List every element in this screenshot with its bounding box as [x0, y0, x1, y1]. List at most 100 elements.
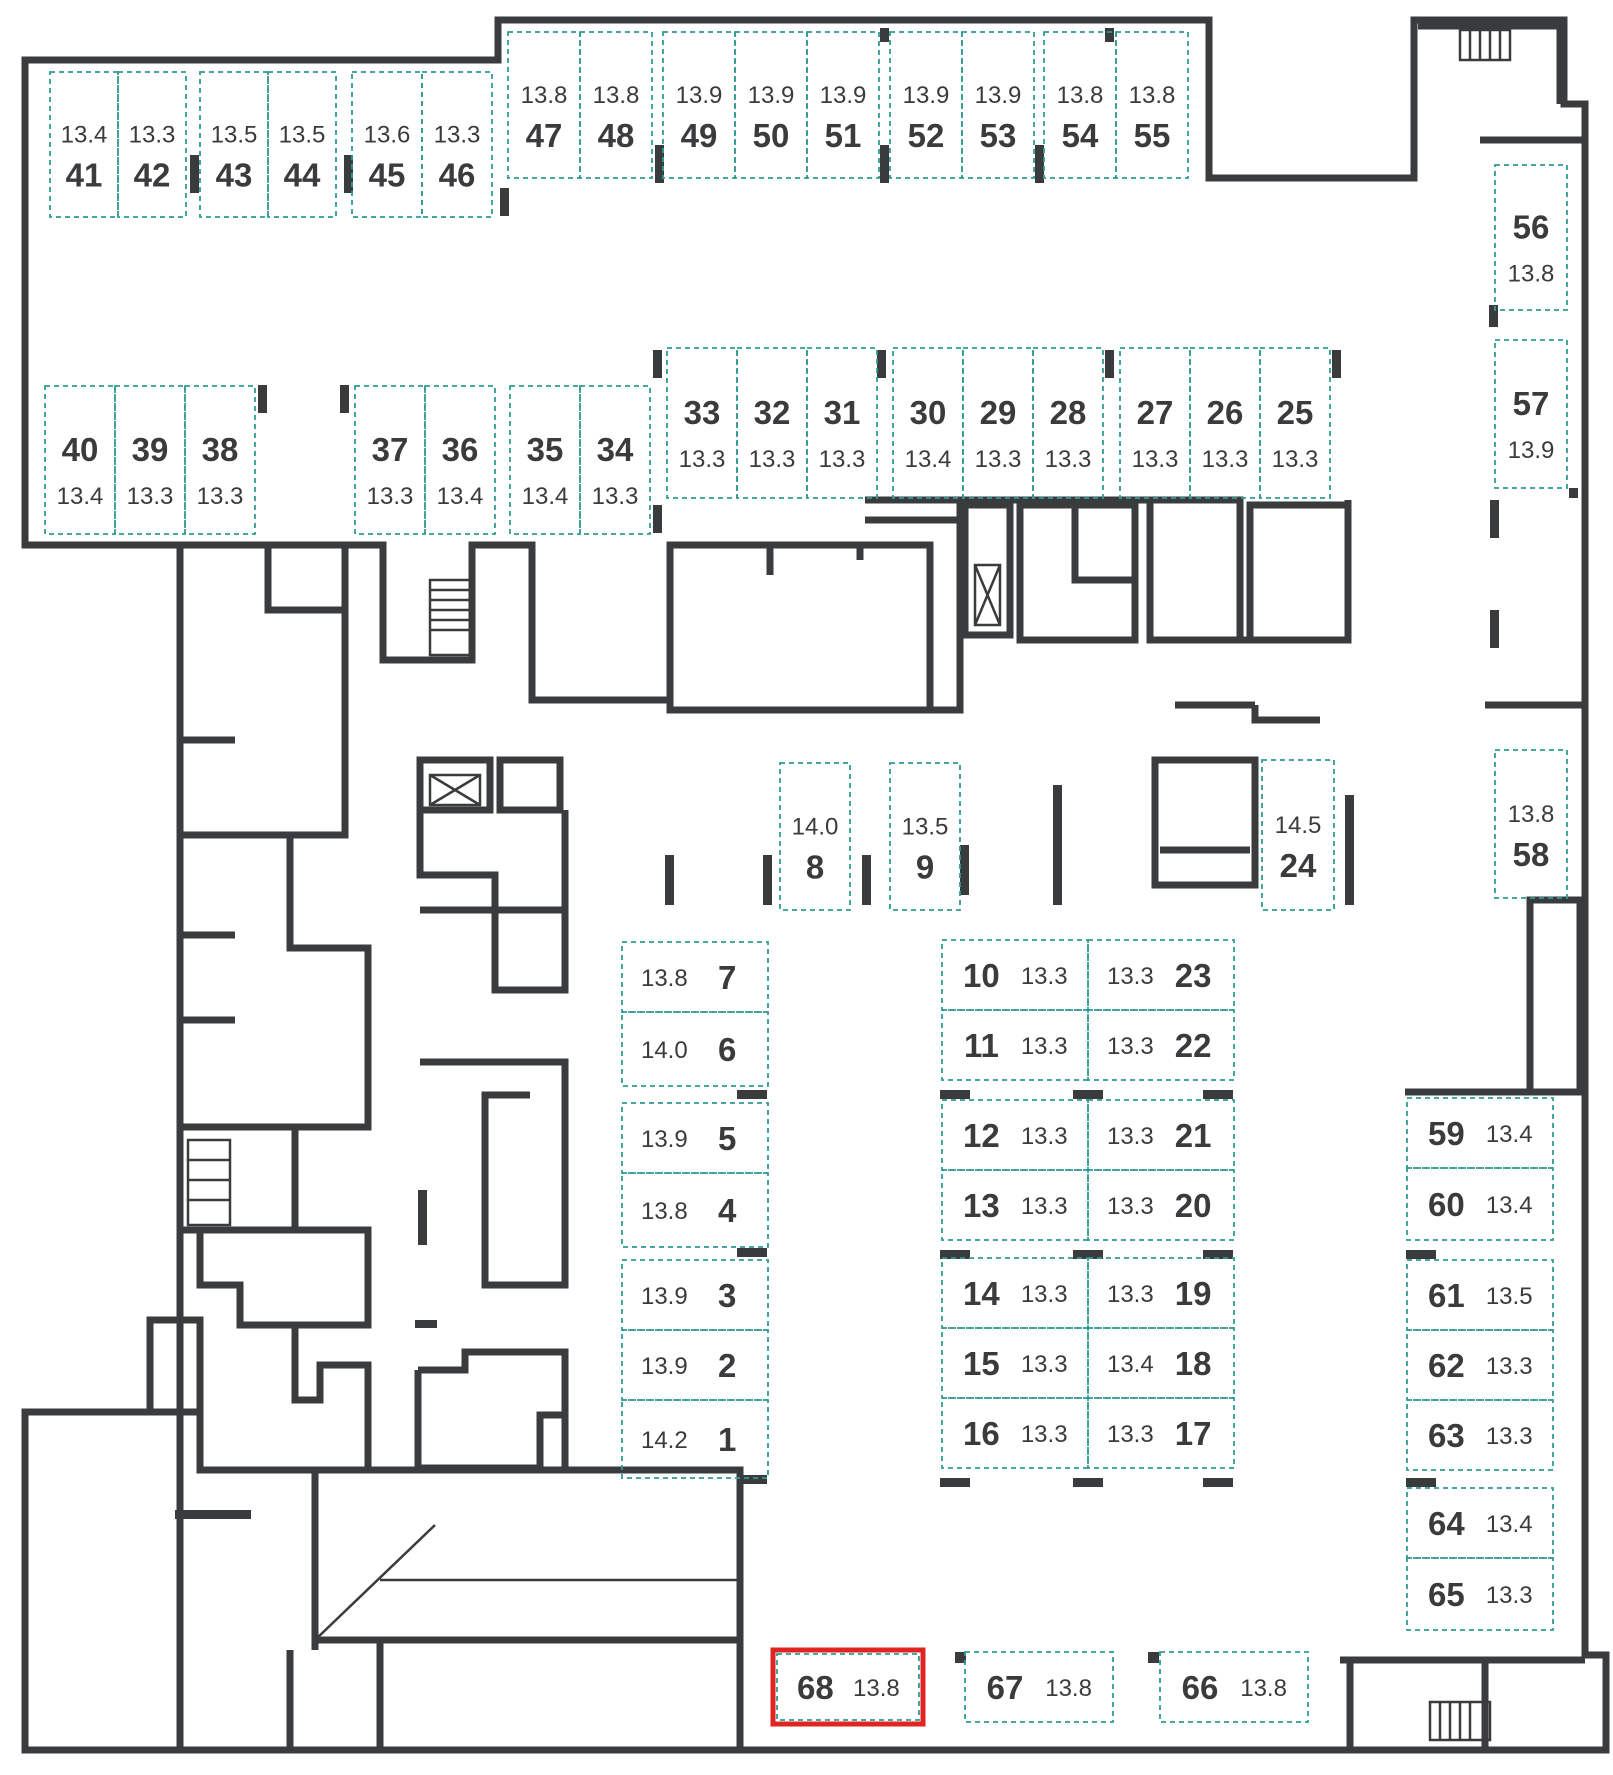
parking-spot-area: 13.4: [1107, 1351, 1154, 1378]
parking-spot-area: 13.4: [437, 483, 484, 510]
parking-spot-number: 49: [681, 117, 718, 154]
parking-spot-50[interactable]: 50 13.9: [734, 31, 808, 179]
parking-spot-8[interactable]: 814.0: [779, 762, 851, 911]
parking-spot-area: 13.3: [1486, 1353, 1533, 1380]
parking-spot-5[interactable]: 513.9: [621, 1102, 769, 1174]
parking-spot-number: 18: [1175, 1345, 1212, 1382]
parking-spot-area: 13.3: [975, 446, 1022, 473]
parking-spot-number: 50: [753, 117, 790, 154]
parking-spot-3[interactable]: 313.9: [621, 1259, 769, 1331]
parking-spot-area: 13.3: [1021, 1281, 1068, 1308]
parking-spot-area: 13.3: [1107, 1033, 1154, 1060]
parking-spot-outline: [44, 385, 116, 535]
parking-spot-area: 13.4: [1486, 1192, 1533, 1219]
parking-spot-number: 52: [908, 117, 945, 154]
parking-spot-number: 32: [754, 394, 791, 431]
parking-spot-number: 1: [718, 1421, 736, 1458]
parking-spot-number: 60: [1428, 1186, 1465, 1223]
parking-spot-area: 13.3: [1021, 1193, 1068, 1220]
parking-spot-60[interactable]: 60 13.4: [1406, 1167, 1554, 1241]
parking-spot-7[interactable]: 713.8: [621, 941, 769, 1013]
parking-spot-outline: [964, 1651, 1114, 1723]
parking-spot-number: 12: [963, 1117, 1000, 1154]
parking-spot-4[interactable]: 413.8: [621, 1172, 769, 1248]
parking-spot-1[interactable]: 114.2: [621, 1399, 769, 1479]
parking-spot-number: 48: [598, 117, 635, 154]
parking-spot-18[interactable]: 18 13.4: [1087, 1327, 1235, 1399]
parking-spot-area: 13.8: [641, 1198, 688, 1225]
parking-spot-number: 22: [1175, 1027, 1212, 1064]
parking-spot-6[interactable]: 614.0: [621, 1011, 769, 1087]
parking-spot-area: 13.3: [1107, 1421, 1154, 1448]
building-walls: [21, 16, 1610, 1754]
parking-spot-area: 13.9: [641, 1353, 688, 1380]
selected-spot-highlight: [770, 1647, 926, 1727]
parking-spot-outline: [579, 31, 653, 179]
parking-spot-outline: [892, 347, 964, 499]
parking-spot-area: 13.9: [748, 82, 795, 109]
parking-spot-9[interactable]: 913.5: [889, 762, 961, 911]
parking-spot-22[interactable]: 22 13.3: [1087, 1009, 1235, 1081]
parking-spot-number: 2: [718, 1347, 736, 1384]
parking-spot-number: 3: [718, 1277, 736, 1314]
parking-spot-outline: [961, 31, 1035, 179]
parking-spot-2[interactable]: 213.9: [621, 1329, 769, 1401]
parking-spot-number: 55: [1134, 117, 1171, 154]
